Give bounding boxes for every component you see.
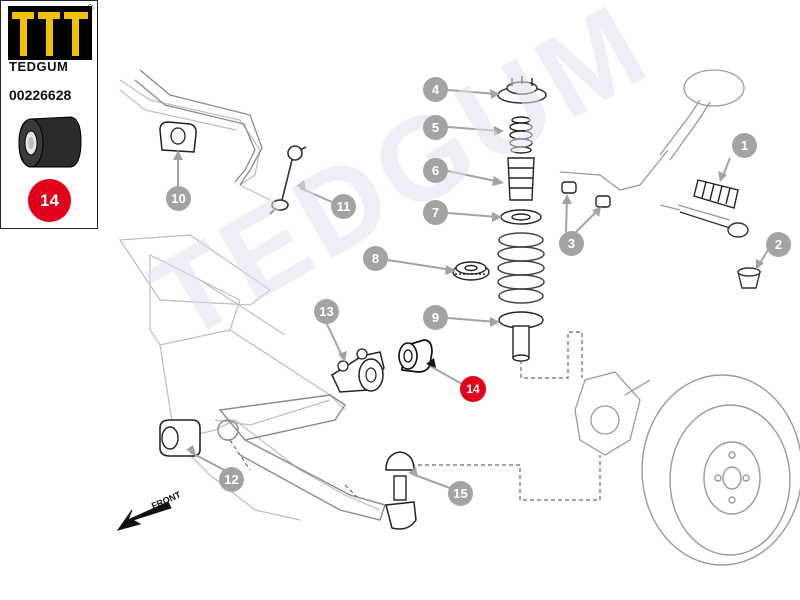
- callout-5[interactable]: 5: [423, 115, 448, 140]
- callout-6[interactable]: 6: [423, 158, 448, 183]
- brand-name: TEDGUM: [9, 59, 69, 74]
- sway-bar: [134, 69, 263, 186]
- highlight-badge: 14: [28, 179, 71, 222]
- steering-knuckle: [574, 371, 651, 456]
- dust-boot: [507, 157, 535, 201]
- steering-rack-boot: [693, 179, 739, 209]
- control-arm-bushing: [159, 419, 201, 457]
- wheel-tire: [641, 374, 800, 566]
- callout-3[interactable]: 3: [559, 231, 584, 256]
- steering-rack-bushings: [561, 181, 611, 208]
- steering-column: [559, 69, 745, 221]
- callout-4[interactable]: 4: [423, 77, 448, 102]
- control-arm: [217, 394, 386, 521]
- callout-8[interactable]: 8: [363, 246, 388, 271]
- strut-bearing: [452, 261, 490, 281]
- bushing-bracket-assembly: [331, 348, 385, 393]
- front-arrow-icon: [116, 501, 172, 531]
- stabilizer-link: [269, 145, 307, 215]
- leader-arrowheads: [173, 89, 764, 477]
- callout-10[interactable]: 10: [166, 186, 191, 211]
- part-number: 00226628: [9, 87, 72, 103]
- ball-joint: [385, 451, 417, 530]
- tie-rod-end: [679, 211, 761, 289]
- product-thumbnail: [18, 116, 82, 168]
- callout-11[interactable]: 11: [331, 194, 356, 219]
- product-info-panel: ® TEDGUM 00226628 14: [0, 0, 98, 229]
- callout-7[interactable]: 7: [423, 200, 448, 225]
- callout-2[interactable]: 2: [766, 232, 791, 257]
- callout-15[interactable]: 15: [448, 481, 473, 506]
- callout-9[interactable]: 9: [423, 305, 448, 330]
- coil-spring: [497, 232, 545, 304]
- highlighted-bushing: [398, 339, 433, 373]
- callout-13[interactable]: 13: [314, 299, 339, 324]
- strut-body: [498, 311, 544, 362]
- highlight-arrowhead: [426, 358, 436, 368]
- strut-top-mount: [497, 76, 547, 104]
- callout-14[interactable]: 14: [460, 376, 486, 402]
- sway-bar-bushing: [159, 121, 197, 153]
- callout-1[interactable]: 1: [732, 133, 757, 158]
- registered-mark: ®: [87, 3, 94, 13]
- spring-seat: [500, 209, 542, 225]
- brand-logo: [8, 6, 92, 60]
- callout-12[interactable]: 12: [219, 467, 244, 492]
- bump-stop: [509, 116, 533, 154]
